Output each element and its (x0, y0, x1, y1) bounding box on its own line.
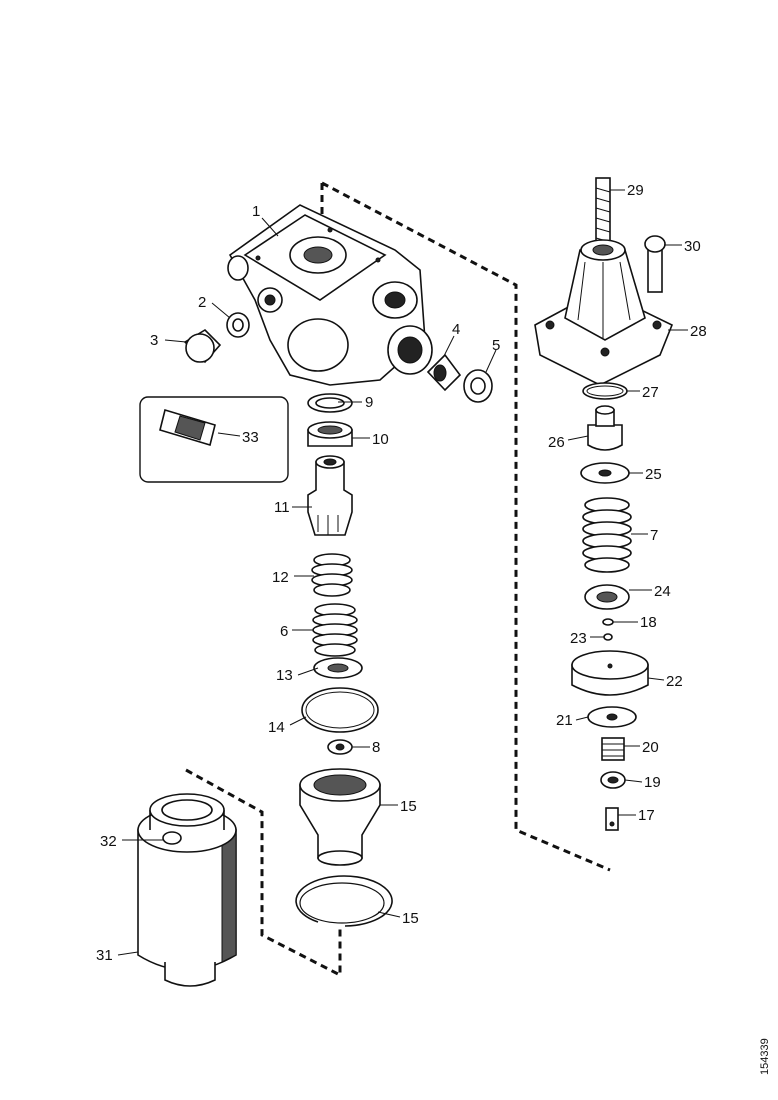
part-25-washer (580, 462, 630, 484)
part-9-ring (307, 393, 353, 413)
part-18-clip (602, 618, 614, 626)
label-part-28: 28 (690, 323, 707, 340)
part-11-valve (307, 455, 353, 536)
part-21-plate (587, 706, 637, 728)
part-13-washer (313, 657, 363, 679)
part-2-seal (226, 312, 250, 338)
label-part-33: 33 (242, 429, 259, 446)
part-22-diaphragm (571, 650, 649, 696)
part-23-washer (603, 633, 613, 641)
label-part-14: 14 (268, 719, 285, 736)
part-28-cover (534, 239, 674, 386)
part-labels: 1 2 3 4 5 6 7 8 9 10 11 12 13 14 15 15 1… (96, 182, 771, 1075)
label-part-6: 6 (280, 623, 288, 640)
label-part-12: 12 (272, 569, 289, 586)
label-part-8: 8 (372, 739, 380, 756)
part-19-nut (600, 771, 626, 789)
label-part-21: 21 (556, 712, 573, 729)
label-part-1: 1 (252, 203, 260, 220)
leader-lines (117, 189, 688, 956)
label-part-9: 9 (365, 394, 373, 411)
label-part-20: 20 (642, 739, 659, 756)
part-6-spring (312, 603, 358, 657)
label-part-24: 24 (654, 583, 671, 600)
part-14-ring (301, 687, 379, 733)
label-part-13: 13 (276, 667, 293, 684)
part-3-plug (183, 328, 222, 364)
part-10-piston (307, 421, 353, 447)
part-33-box (139, 396, 289, 483)
part-15-body (299, 768, 381, 866)
part-27-ring (582, 382, 628, 400)
part-17-pin (605, 807, 619, 831)
label-part-7: 7 (650, 527, 658, 544)
part-24-seat (584, 584, 630, 610)
part-8-nut (327, 739, 353, 755)
label-part-18: 18 (640, 614, 657, 631)
label-part-15: 15 (400, 798, 417, 815)
label-part-23: 23 (570, 630, 587, 647)
reference-code: 154339 (759, 1038, 771, 1075)
label-part-31: 31 (96, 947, 113, 964)
part-4-fitting (426, 353, 462, 392)
label-part-3: 3 (150, 332, 158, 349)
label-part-26: 26 (548, 434, 565, 451)
label-part-2: 2 (198, 294, 206, 311)
part-30-screw (644, 235, 666, 293)
part-1-housing (227, 204, 433, 386)
part-26-piston (587, 405, 623, 451)
label-part-32: 32 (100, 833, 117, 850)
label-part-10: 10 (372, 431, 389, 448)
part-31-cartridge (137, 793, 237, 987)
label-part-4: 4 (452, 321, 460, 338)
label-part-30: 30 (684, 238, 701, 255)
label-part-19: 19 (644, 774, 661, 791)
label-part-27: 27 (642, 384, 659, 401)
label-part-15-circlip: 15 (402, 910, 419, 927)
label-part-22: 22 (666, 673, 683, 690)
label-part-11: 11 (274, 499, 290, 516)
part-20-spring (601, 737, 625, 761)
part-5-seal (463, 369, 493, 403)
part-12-spring (311, 553, 353, 597)
label-part-17: 17 (638, 807, 655, 824)
label-part-5: 5 (492, 337, 500, 354)
part-15-circlip (295, 875, 393, 927)
label-part-25: 25 (645, 466, 662, 483)
part-7-spring (582, 497, 632, 573)
label-part-29: 29 (627, 182, 644, 199)
